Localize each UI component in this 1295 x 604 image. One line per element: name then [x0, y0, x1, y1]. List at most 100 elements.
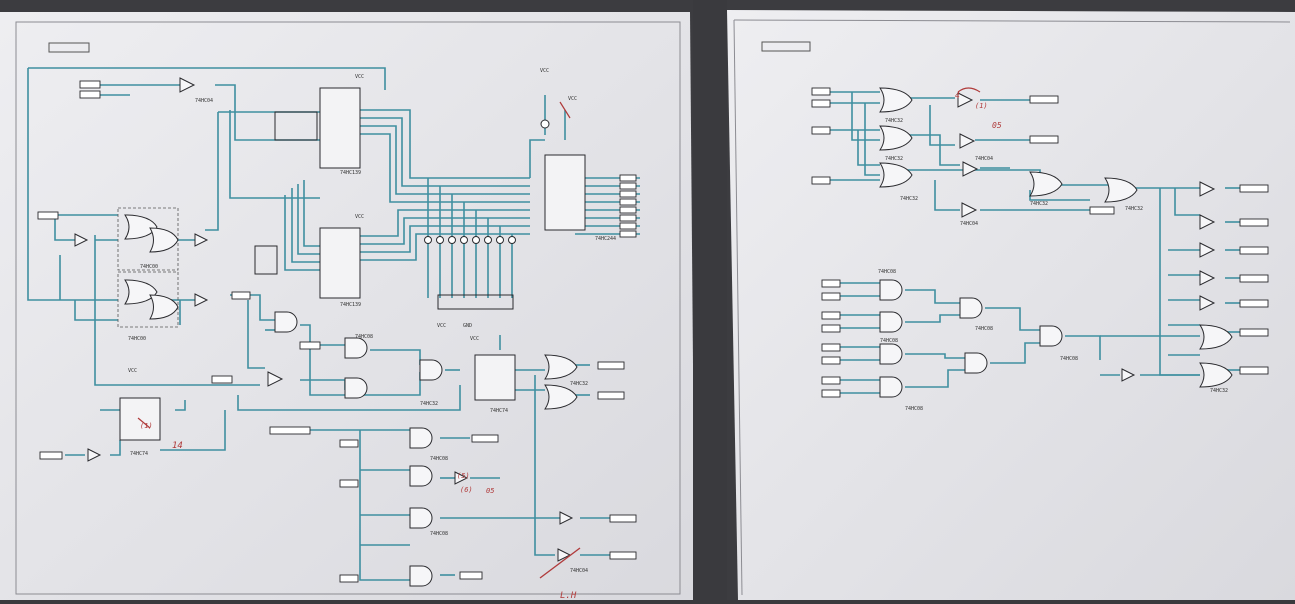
r-ic-label-04-2: 74HC04	[975, 156, 993, 162]
and-gate-2	[344, 377, 368, 399]
r-and-gate-1	[879, 279, 903, 301]
or-gate-1	[124, 214, 158, 240]
r-inverter-4	[961, 202, 978, 218]
or-gate-5	[544, 354, 578, 380]
r-ic-label-32-6: 74HC32	[1210, 388, 1228, 394]
r-or-gate-7	[1199, 362, 1233, 388]
ic-label-08-1: 74HC08	[355, 334, 373, 340]
r-or-gate-2	[879, 125, 913, 151]
ic-74hc139-bottom	[319, 227, 361, 299]
inverter-1	[179, 77, 196, 93]
r-inverter-7	[1199, 242, 1216, 258]
left-inverters	[74, 77, 574, 562]
right-red-notes: 4 (1) 05	[955, 91, 1002, 130]
ic-label-139-top: 74HC139	[340, 170, 361, 176]
vcc-label-4: VCC	[568, 96, 577, 102]
r-note-4: 4	[955, 91, 960, 100]
right-sheet-paper	[727, 10, 1295, 600]
ic-label-04-2: 74HC04	[570, 568, 588, 574]
ic-label-139-bottom: 74HC139	[340, 302, 361, 308]
r-ic-label-32-3: 74HC32	[900, 196, 918, 202]
dip-switch-bottom	[254, 245, 278, 275]
left-sheet-title-box	[48, 42, 90, 53]
ic-74hc244	[544, 154, 586, 231]
r-or-gate-6	[1199, 324, 1233, 350]
resistor-array	[437, 294, 514, 310]
inverter-7	[559, 511, 574, 525]
and-gate-8	[409, 565, 433, 587]
note-5: (5)	[457, 472, 470, 480]
note-6: (6)	[460, 486, 473, 494]
note-14: 14	[172, 441, 183, 451]
or-gate-4	[149, 294, 179, 320]
ic-74hc139-top	[319, 87, 361, 169]
vcc-label-1: VCC	[355, 74, 364, 80]
led-4	[460, 236, 468, 244]
right-sheet-title-box	[761, 41, 811, 52]
r-inverter-8	[1199, 270, 1216, 286]
vcc-label-6: VCC	[470, 336, 479, 342]
and-gate-4	[274, 311, 298, 333]
or-gate-2	[149, 227, 179, 253]
right-sheet: 74HC32 74HC32 74HC32 74HC32 74HC32 74HC0…	[727, 10, 1295, 600]
vcc-label-3: VCC	[540, 68, 549, 74]
inverter-3	[194, 233, 209, 247]
vcc-bottom-label: VCC	[437, 323, 446, 329]
red-mark-ff	[137, 417, 151, 429]
and-gate-7	[409, 507, 433, 529]
r-ic-label-08-5: 74HC08	[1060, 356, 1078, 362]
r-ic-label-04-1: 74HC04	[960, 221, 978, 227]
r-ic-label-32-5: 74HC32	[1125, 206, 1143, 212]
vcc-label-5: VCC	[128, 368, 137, 374]
ic-label-00-2: 74HC00	[128, 336, 146, 342]
r-or-gate-1	[879, 87, 913, 113]
ic-label-08-2: 74HC08	[430, 456, 448, 462]
r-inverter-1	[957, 92, 974, 108]
inverter-8	[557, 548, 572, 562]
led-3	[448, 236, 456, 244]
inverter-9	[87, 448, 102, 462]
left-sheet: VCC VCC VCC VCC VCC VCC GND VCC 74HC139 …	[0, 12, 695, 601]
and-gate-6	[409, 465, 433, 487]
left-sheet-paper	[0, 12, 695, 600]
left-gates	[124, 214, 578, 587]
led-7	[496, 236, 504, 244]
and-gate-5	[409, 427, 433, 449]
note-lh: L.H	[560, 591, 577, 600]
r-and-gate-2	[879, 311, 903, 333]
left-wires	[27, 67, 640, 581]
led-power	[540, 119, 550, 129]
r-ic-label-32-1: 74HC32	[885, 118, 903, 124]
ic-label-244: 74HC244	[595, 236, 616, 242]
ic-label-04-1: 74HC04	[195, 98, 213, 104]
r-ic-label-32-2: 74HC32	[885, 156, 903, 162]
inverter-2	[74, 233, 89, 247]
right-gates	[879, 87, 1233, 398]
left-ports	[37, 80, 637, 583]
dip-switch-top	[274, 111, 318, 141]
and-gate-1	[344, 337, 368, 359]
r-inverter-9	[1199, 295, 1216, 311]
note-1: (1)	[140, 422, 153, 430]
led-5	[472, 236, 480, 244]
ic-label-32-2: 74HC32	[570, 381, 588, 387]
r-inverter-6	[1199, 214, 1216, 230]
inverter-6	[454, 471, 469, 485]
r-ic-label-08-1: 74HC08	[878, 269, 896, 275]
or-gate-6	[544, 384, 578, 410]
r-ic-label-08-2: 74HC08	[880, 338, 898, 344]
led-row	[424, 119, 550, 244]
left-red-notes: 14 (5) (6) 05 (1) L.H	[140, 422, 577, 601]
gnd-label: GND	[463, 323, 472, 329]
inverter-5	[267, 371, 284, 387]
r-inverter-2	[959, 133, 976, 149]
and-gate-3	[419, 359, 443, 381]
r-inverter-10	[1121, 368, 1136, 382]
ic-label-32-1: 74HC32	[420, 401, 438, 407]
right-inverters	[957, 92, 1216, 382]
red-strike	[539, 547, 581, 579]
r-and-gate-7	[1039, 325, 1063, 347]
r-and-gate-4	[879, 376, 903, 398]
r-or-gate-3	[879, 162, 913, 188]
